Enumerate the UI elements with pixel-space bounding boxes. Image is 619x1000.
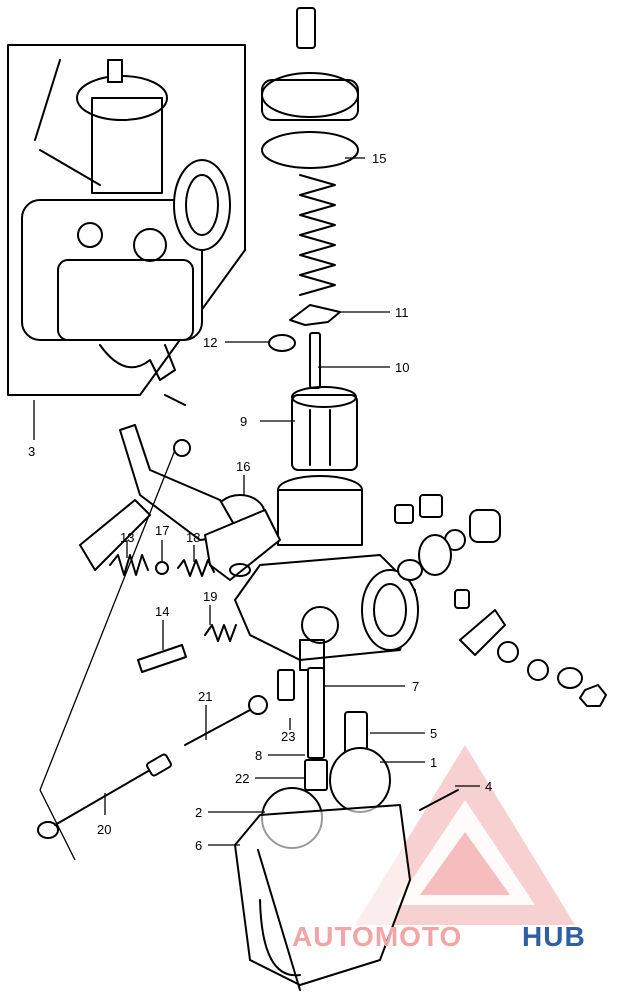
part-spring <box>299 174 336 296</box>
callout-18: 18 <box>186 530 200 545</box>
part-right-fittings <box>394 494 607 707</box>
callout-23: 23 <box>281 729 295 744</box>
callout-14: 14 <box>155 604 169 619</box>
leader-lines <box>33 157 480 846</box>
watermark-text-accent: AUTOMOTO <box>292 921 462 952</box>
part-float-bowl <box>234 804 411 991</box>
callout-6: 6 <box>195 838 202 853</box>
assembled-carburetor-inset <box>7 44 246 396</box>
part-throttle-linkage <box>79 394 241 571</box>
part-top-cap <box>261 7 359 169</box>
callout-11: 11 <box>395 305 409 320</box>
watermark-text: AUTOMOTO HUB <box>292 921 586 952</box>
part-needle-clip <box>289 304 341 326</box>
part-throttle-valve <box>291 386 358 471</box>
part-jets <box>277 667 328 791</box>
callout-2: 2 <box>195 805 202 820</box>
callout-8: 8 <box>255 748 262 763</box>
callout-15: 15 <box>372 151 386 166</box>
part-small-springs <box>109 554 215 577</box>
callout-17: 17 <box>155 523 169 538</box>
callout-12: 12 <box>203 335 217 350</box>
callout-16: 16 <box>236 459 250 474</box>
part-clip <box>268 334 296 352</box>
callout-20: 20 <box>97 822 111 837</box>
callout-19: 19 <box>203 589 217 604</box>
callout-21: 21 <box>198 689 212 704</box>
watermark-text-brand: HUB <box>522 921 586 952</box>
callout-9: 9 <box>240 414 247 429</box>
guide-line <box>39 449 176 861</box>
callout-13: 13 <box>120 530 134 545</box>
part-rods <box>37 695 268 839</box>
callout-22: 22 <box>235 771 249 786</box>
callout-4: 4 <box>485 779 492 794</box>
callout-3: 3 <box>28 444 35 459</box>
callout-1: 1 <box>430 755 437 770</box>
callout-5: 5 <box>430 726 437 741</box>
callout-labels: 15 11 12 10 9 3 16 17 13 18 19 14 21 7 2… <box>28 151 492 853</box>
part-carburetor-body <box>234 475 419 671</box>
callout-10: 10 <box>395 360 409 375</box>
part-arm <box>204 509 281 581</box>
callout-7: 7 <box>412 679 419 694</box>
part-jet-needle <box>309 332 321 389</box>
part-pilot-screw <box>137 624 237 673</box>
